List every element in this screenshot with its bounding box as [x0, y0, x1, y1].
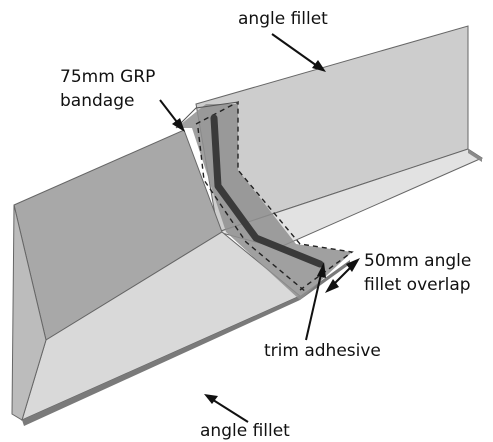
bandage-patch — [176, 104, 352, 300]
top-angle-fillet-label: angle fillet — [238, 9, 328, 29]
leader-lines — [159, 33, 360, 423]
bottom-fillet-leader — [209, 397, 249, 423]
bandage-inner-dashed — [197, 127, 307, 293]
bottom-fillet-arrowhead — [204, 394, 218, 404]
bandage-arrowhead — [172, 118, 185, 132]
overlap-arrowhead-lower — [325, 279, 339, 293]
upper-angle-fillet — [195, 25, 484, 249]
overlap-label-line1: 50mm angle — [364, 251, 471, 271]
upper-fillet-edge — [468, 149, 482, 162]
trim-arrowhead — [317, 262, 326, 278]
grp-bandage — [175, 100, 354, 300]
trim-adhesive-label: trim adhesive — [264, 341, 381, 361]
bottom-angle-fillet-label: angle fillet — [200, 421, 290, 441]
lower-angle-fillet — [11, 129, 350, 426]
lower-fillet-front-edge — [22, 260, 350, 426]
overlap-arrowhead-upper — [346, 258, 360, 272]
trim-adhesive-bead — [210, 114, 324, 268]
top-fillet-arrowhead — [312, 60, 326, 72]
bandage-label-line2: bandage — [60, 91, 134, 111]
trim-leader — [305, 269, 323, 341]
bandage-label-line1: 75mm GRP — [60, 67, 155, 87]
bandage-outline-dashed — [195, 100, 354, 291]
bandage-top-edge — [175, 101, 239, 129]
overlap-label-line2: fillet overlap — [364, 275, 471, 295]
top-fillet-leader — [271, 33, 321, 69]
